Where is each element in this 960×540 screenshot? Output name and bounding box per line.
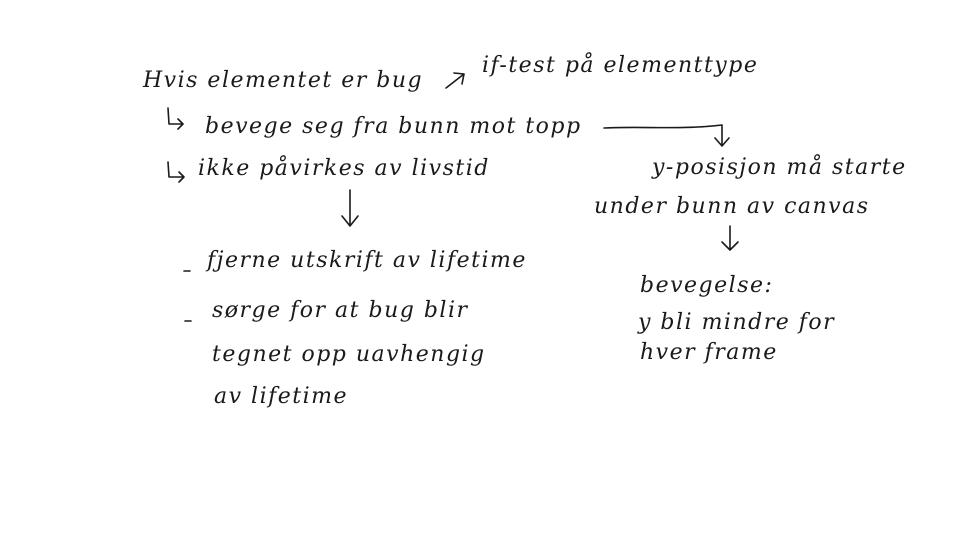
note-right-5: hver frame <box>640 340 778 365</box>
note-bullet-2c: av lifetime <box>214 384 349 409</box>
note-right-2: under bunn av canvas <box>594 194 870 219</box>
note-right-3: bevegelse: <box>640 273 774 298</box>
connector-line-icon <box>603 124 730 147</box>
note-bullet-2b: tegnet opp uavhengig <box>212 342 486 367</box>
note-right-1: y-posisjon må starte <box>652 155 907 180</box>
hook-arrow-2-icon <box>167 161 185 183</box>
down-arrow-left-icon <box>341 189 359 227</box>
hook-arrow-1-icon <box>167 107 184 130</box>
note-bullet-2a: sørge for at bug blir <box>212 298 469 323</box>
arrow-to-if-test-icon <box>445 72 465 89</box>
note-line-1: Hvis elementet er bug <box>143 68 424 93</box>
down-arrow-right-icon <box>721 225 739 251</box>
note-bullet-1: fjerne utskrift av lifetime <box>207 248 527 273</box>
note-line-1-right: if-test på elementtype <box>482 53 759 78</box>
note-right-4: y bli mindre for <box>638 310 836 335</box>
note-sub-2: ikke påvirkes av livstid <box>198 156 490 181</box>
note-sub-1: bevege seg fra bunn mot topp <box>205 114 582 139</box>
